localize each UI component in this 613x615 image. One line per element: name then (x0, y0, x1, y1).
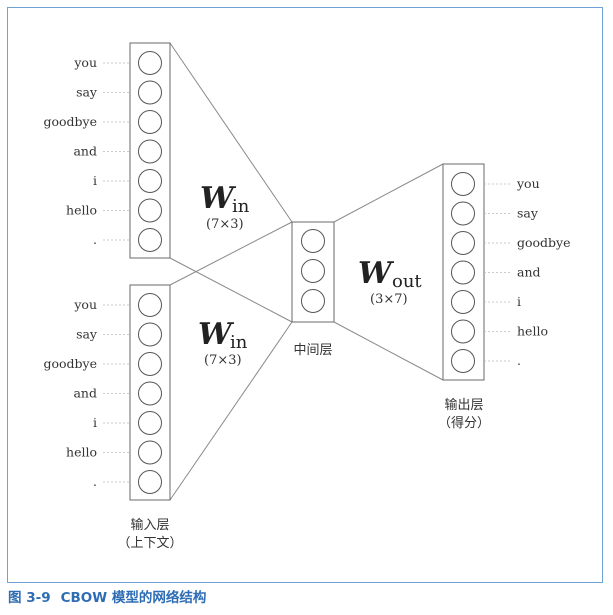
output-layer-caption: 输出层 (444, 397, 483, 413)
word-label: and (73, 386, 97, 401)
output-layer-neuron (451, 172, 475, 196)
word-label: . (517, 353, 521, 368)
word-label: and (73, 144, 97, 159)
word-label: hello (66, 445, 97, 460)
word-label: say (517, 206, 539, 221)
input-layer-top-neuron (138, 110, 162, 134)
figure-frame (7, 7, 603, 583)
input-layer-top-neuron (138, 169, 162, 193)
input-layer-top: you say goodbye and i hello. (43, 42, 171, 259)
figure-number: 图 3-9 (8, 590, 51, 606)
word-label: goodbye (43, 356, 97, 371)
word-label: hello (517, 324, 548, 339)
input-layer-bottom-neuron (138, 381, 162, 406)
word-label: i (93, 415, 97, 430)
word-label: say (76, 327, 98, 342)
connection-line-output-lower (333, 321, 444, 381)
output-layer-neuron (451, 201, 475, 226)
word-label: . (93, 232, 97, 247)
connection-line-input-bottom-upper (169, 221, 293, 286)
word-label: goodbye (517, 235, 571, 250)
input-layer-bottom-neuron (138, 322, 162, 347)
output-layer-neuron (451, 231, 475, 255)
input-layer-bottom-neuron (138, 470, 162, 494)
connection-line-input-top-upper (169, 42, 293, 223)
connection-line-output-upper (333, 163, 444, 223)
weight-connections (169, 42, 444, 501)
input-layer-bottom-neuron (138, 411, 162, 435)
output-layer-neuron (451, 349, 475, 373)
connection-line-input-top-lower (169, 257, 293, 323)
word-label: you (73, 297, 97, 312)
word-label: . (93, 474, 97, 489)
input-layer-caption: 输入层 (130, 517, 169, 533)
hidden-layer-neuron (301, 229, 325, 253)
input-layer-bottom: you say goodbye and i hello. (43, 284, 171, 501)
word-label: say (76, 85, 98, 100)
weight-label-w-in-bottom: W (198, 317, 235, 352)
figure-caption: 图 3-9 CBOW 模型的网络结构 (8, 588, 206, 608)
input-layer-bottom-neuron (138, 440, 162, 465)
input-layer-top-neuron (138, 198, 162, 223)
word-label: you (516, 176, 540, 191)
figure-title: CBOW 模型的网络结构 (60, 590, 207, 606)
labels: W in (7×3) W in (7×3) W out (3×7) 中间层 输出… (117, 181, 490, 551)
input-layer-top-neuron (138, 51, 162, 75)
hidden-layer-neuron (301, 259, 325, 283)
output-layer: you say goodbye and i hello. (442, 163, 571, 381)
input-layer-top-neuron (138, 139, 162, 164)
hidden-layer-caption: 中间层 (293, 343, 332, 358)
input-layer-top-neuron (138, 228, 162, 252)
word-label: and (517, 265, 541, 280)
weight-subscript-w-in-bottom: in (230, 332, 248, 353)
connection-line-input-bottom-lower (169, 321, 293, 501)
weight-label-w-in-top: W (200, 181, 237, 216)
word-label: you (73, 55, 97, 70)
output-layer-neuron (451, 319, 475, 344)
input-layer-bottom-neuron (138, 352, 162, 376)
weight-subscript-w-in-top: in (232, 196, 250, 217)
input-layer-bottom-neuron (138, 293, 162, 317)
word-label: i (517, 294, 521, 309)
output-layer-subcaption: （得分） (438, 415, 490, 431)
weight-dims-w-in-bottom: (7×3) (204, 353, 242, 368)
output-layer-neuron (451, 260, 475, 285)
weight-dims-w-out: (3×7) (370, 292, 408, 307)
input-layer-subcaption: （上下文） (117, 536, 182, 551)
layers: you say goodbye and i hello. you say goodbye and i… (43, 42, 571, 501)
weight-label-w-out: W (358, 256, 395, 291)
input-layer-top-neuron (138, 80, 162, 105)
weight-dims-w-in-top: (7×3) (206, 217, 244, 232)
word-label: hello (66, 203, 97, 218)
word-label: i (93, 173, 97, 188)
hidden-layer (291, 221, 335, 323)
weight-subscript-w-out: out (392, 271, 422, 292)
hidden-layer-neuron (301, 289, 325, 313)
output-layer-neuron (451, 290, 475, 314)
word-label: goodbye (43, 114, 97, 129)
